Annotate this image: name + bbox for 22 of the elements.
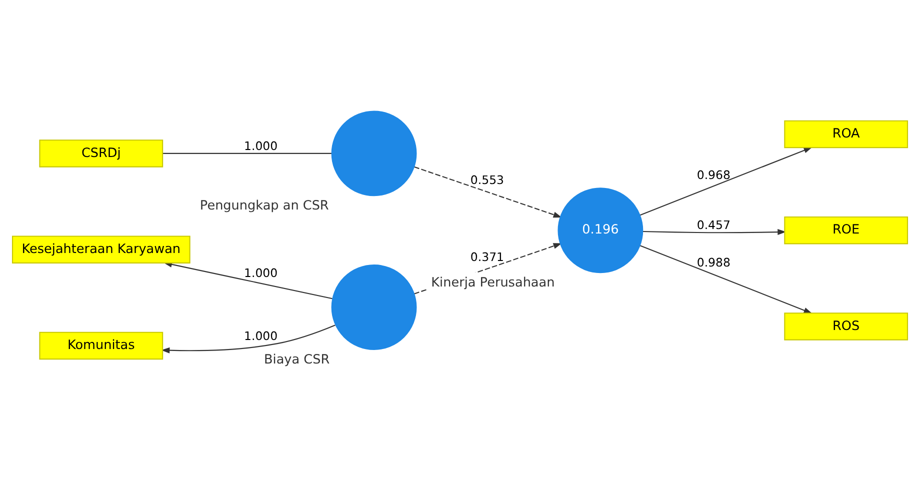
arrow — [414, 166, 562, 218]
edge-label: 1.000 — [244, 139, 278, 154]
node-label: Biaya CSR — [264, 352, 330, 368]
edge-label: 1.000 — [244, 329, 278, 344]
node-box: Komunitas — [39, 332, 164, 360]
edge-label: 0.553 — [470, 173, 504, 188]
node-label: Pengungkap an CSR — [200, 198, 329, 214]
arrow — [161, 324, 336, 354]
node-box: ROE — [784, 216, 908, 244]
node-box: CSRDj — [39, 140, 164, 168]
edge-label: 0.988 — [696, 255, 730, 270]
node-circle — [331, 110, 417, 196]
edge-label: 0.968 — [696, 168, 730, 182]
arrow — [642, 229, 786, 236]
edge-label: 1.000 — [244, 266, 278, 280]
node-box: Kesejahteraan Karyawan — [12, 236, 190, 264]
edge-label: 0.457 — [696, 218, 730, 232]
connector — [162, 152, 332, 154]
edge-label: 0.371 — [470, 250, 504, 264]
node-circle — [331, 264, 417, 350]
node-box: ROA — [784, 120, 908, 148]
node-box: ROS — [784, 312, 908, 340]
